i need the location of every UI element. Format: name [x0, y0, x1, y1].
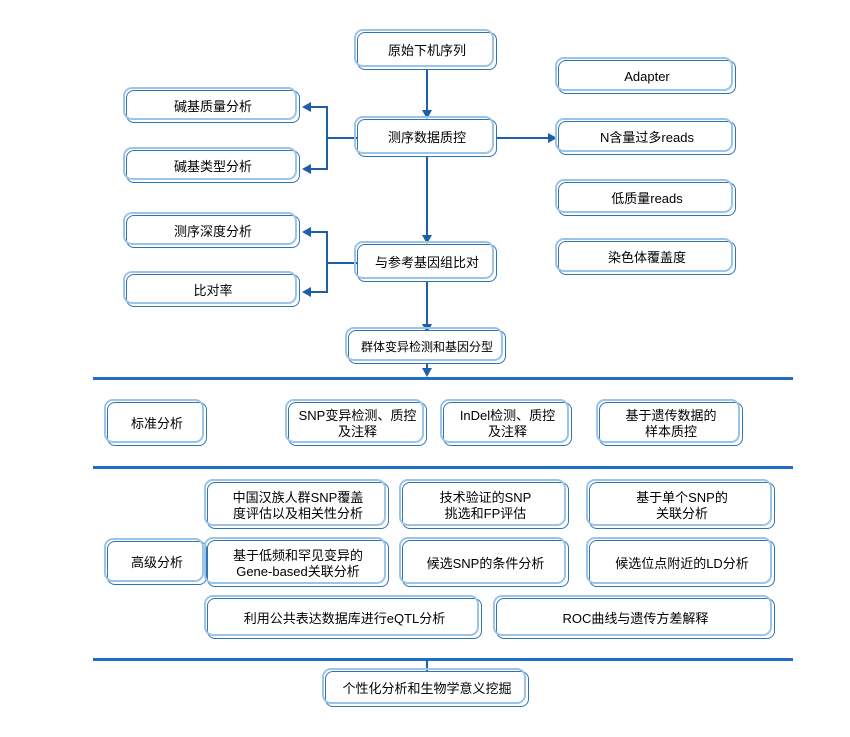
arrow-qc-to-n-reads	[548, 133, 557, 143]
node-sequencing-qc-label: 测序数据质控	[387, 130, 466, 145]
arrow-align-to-depth	[302, 227, 311, 237]
connector-align-to-rate	[311, 291, 328, 293]
node-base-quality[interactable]: 碱基质量分析	[123, 87, 300, 123]
node-low-quality-reads[interactable]: 低质量reads	[555, 179, 736, 216]
node-conditional-analysis-label: 候选SNP的条件分析	[426, 555, 545, 571]
node-n-content-reads-label: N含量过多reads	[600, 130, 694, 145]
node-align-reference[interactable]: 与参考基因组比对	[354, 241, 497, 282]
node-snp-detection-qc-label: SNP变异检测、质控 及注释	[298, 408, 417, 439]
node-han-snp-coverage[interactable]: 中国汉族人群SNP覆盖 度评估以及相关性分析	[204, 479, 389, 529]
arrow-qc-to-base-quality	[302, 102, 311, 112]
connector-align-left-bus	[326, 231, 328, 293]
connector-qc-left-bus	[326, 106, 328, 170]
node-adapter[interactable]: Adapter	[555, 57, 736, 94]
node-eqtl-analysis-label: 利用公共表达数据库进行eQTL分析	[243, 610, 446, 626]
node-tech-validated-snp[interactable]: 技术验证的SNP 挑选和FP评估	[399, 479, 569, 529]
node-chromosome-coverage-label: 染色体覆盖度	[607, 250, 686, 265]
connector-to-personalized	[426, 660, 428, 679]
node-adapter-label: Adapter	[624, 69, 670, 84]
node-sequencing-qc[interactable]: 测序数据质控	[354, 116, 497, 157]
node-raw-sequence-label: 原始下机序列	[387, 43, 466, 58]
node-roc-variance-label: ROC曲线与遗传方差解释	[562, 610, 709, 626]
connector-qc-to-base-type	[311, 168, 328, 170]
node-sequencing-depth[interactable]: 测序深度分析	[123, 212, 300, 248]
connector-qc-to-n-reads	[497, 137, 549, 139]
standard-analysis-text: 标准分析	[130, 416, 183, 431]
node-gene-based-association-label: 基于低频和罕见变异的 Gene-based关联分析	[232, 547, 363, 579]
node-align-reference-label: 与参考基因组比对	[374, 255, 479, 270]
node-genetic-sample-qc[interactable]: 基于遗传数据的 样本质控	[596, 399, 743, 446]
node-standard-analysis-label[interactable]: 标准分析	[104, 399, 207, 446]
node-alignment-rate-label: 比对率	[193, 282, 233, 298]
arrow-align-to-variant	[422, 324, 432, 333]
node-tech-validated-snp-label: 技术验证的SNP 挑选和FP评估	[439, 489, 532, 521]
node-gene-based-association[interactable]: 基于低频和罕见变异的 Gene-based关联分析	[204, 537, 389, 587]
node-base-quality-label: 碱基质量分析	[173, 98, 252, 114]
arrow-variant-to-standard	[422, 368, 432, 377]
arrow-qc-to-base-type	[302, 164, 311, 174]
divider-standard-analysis	[93, 377, 793, 380]
node-roc-variance[interactable]: ROC曲线与遗传方差解释	[493, 595, 775, 639]
node-personalized-analysis-label: 个性化分析和生物学意义挖掘	[342, 681, 512, 696]
arrow-qc-to-align	[422, 235, 432, 244]
node-single-snp-association-label: 基于单个SNP的 关联分析	[636, 489, 728, 521]
advanced-analysis-text: 高级分析	[130, 555, 183, 570]
connector-align-left-stem	[326, 262, 358, 264]
connector-qc-to-align	[426, 157, 428, 236]
node-single-snp-association[interactable]: 基于单个SNP的 关联分析	[586, 479, 775, 529]
node-indel-detection-qc-label: InDel检测、质控 及注释	[459, 408, 556, 439]
node-ld-analysis[interactable]: 候选位点附近的LD分析	[586, 537, 775, 587]
node-genetic-sample-qc-label: 基于遗传数据的 样本质控	[625, 408, 717, 439]
node-variant-calling[interactable]: 群体变异检测和基因分型	[345, 327, 506, 364]
node-base-type[interactable]: 碱基类型分析	[123, 147, 300, 183]
node-n-content-reads[interactable]: N含量过多reads	[555, 118, 736, 155]
node-snp-detection-qc[interactable]: SNP变异检测、质控 及注释	[285, 399, 427, 446]
connector-align-to-depth	[311, 231, 328, 233]
connector-align-to-variant	[426, 282, 428, 325]
node-chromosome-coverage[interactable]: 染色体覆盖度	[555, 238, 736, 275]
node-personalized-analysis[interactable]: 个性化分析和生物学意义挖掘	[322, 668, 529, 707]
connector-qc-left-stem	[326, 137, 358, 139]
arrow-align-to-rate	[302, 287, 311, 297]
connector-qc-to-base-quality	[311, 106, 328, 108]
node-advanced-analysis-label[interactable]: 高级分析	[104, 538, 207, 585]
divider-personalized-analysis	[93, 658, 793, 661]
node-base-type-label: 碱基类型分析	[173, 158, 252, 174]
arrow-raw-to-qc	[422, 110, 432, 119]
node-low-quality-reads-label: 低质量reads	[611, 191, 683, 206]
node-indel-detection-qc[interactable]: InDel检测、质控 及注释	[440, 399, 572, 446]
node-variant-calling-label: 群体变异检测和基因分型	[360, 340, 493, 354]
node-eqtl-analysis[interactable]: 利用公共表达数据库进行eQTL分析	[204, 595, 482, 639]
connector-raw-to-qc	[426, 70, 428, 111]
node-ld-analysis-label: 候选位点附近的LD分析	[615, 555, 749, 571]
node-conditional-analysis[interactable]: 候选SNP的条件分析	[399, 537, 569, 587]
node-han-snp-coverage-label: 中国汉族人群SNP覆盖 度评估以及相关性分析	[232, 489, 364, 521]
node-sequencing-depth-label: 测序深度分析	[173, 223, 252, 239]
divider-advanced-analysis	[93, 466, 793, 469]
node-alignment-rate[interactable]: 比对率	[123, 271, 300, 307]
node-raw-sequence[interactable]: 原始下机序列	[354, 29, 497, 70]
